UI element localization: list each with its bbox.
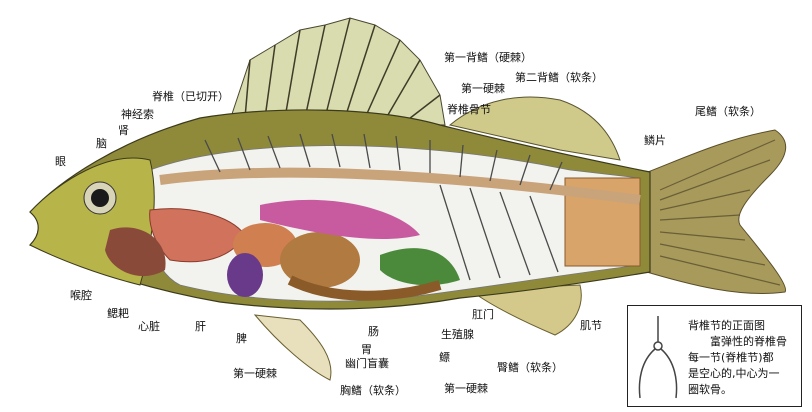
- label-second-dorsal-fin: 第二背鳍（软条）: [515, 71, 603, 84]
- label-swim-bladder: 鳔: [439, 351, 450, 364]
- label-intestine: 肠: [368, 325, 379, 338]
- label-first-spine-anal: 第一硬棘: [444, 382, 488, 395]
- label-heart: 心脏: [138, 320, 160, 333]
- second-dorsal-fin: [448, 96, 621, 161]
- label-anus: 肛门: [472, 308, 494, 321]
- label-liver: 肝: [195, 320, 206, 333]
- label-stomach: 胃: [361, 343, 372, 356]
- label-scales: 鳞片: [644, 134, 666, 147]
- inset-line: 富弹性的脊椎骨: [710, 335, 787, 348]
- label-first-spine-dorsal: 第一硬棘: [461, 82, 505, 95]
- spine: [159, 167, 641, 205]
- label-brain: 脑: [96, 137, 107, 150]
- label-caudal-fin: 尾鳍（软条）: [695, 105, 761, 118]
- label-pectoral-fin: 胸鳍（软条）: [340, 384, 406, 397]
- label-kidney: 肾: [118, 124, 129, 137]
- label-first-spine-pelvic: 第一硬棘: [233, 367, 277, 380]
- swim-bladder: [260, 199, 420, 240]
- label-throat: 喉腔: [70, 289, 92, 302]
- label-spine-cut: 脊椎（已切开）: [152, 90, 229, 103]
- label-first-dorsal-fin: 第一背鳍（硬棘）: [444, 51, 532, 64]
- label-pyloric-caeca: 幽门盲囊: [345, 357, 389, 370]
- inset-line: 是空心的,中心为一: [688, 367, 780, 380]
- label-spleen: 脾: [236, 332, 247, 345]
- intestine: [287, 275, 442, 301]
- gonad: [380, 248, 460, 286]
- label-vertebra: 脊椎骨节: [447, 103, 491, 116]
- stomach: [280, 232, 360, 288]
- label-gill-rakers: 鳃耙: [107, 307, 129, 320]
- vertebra-front-view-inset: 背椎节的正面图 富弹性的脊椎骨 每一节(脊椎节)都 是空心的,中心为一 圈软骨。: [627, 305, 802, 407]
- first-dorsal-fin: [229, 17, 446, 126]
- label-myomere: 肌节: [580, 319, 602, 332]
- label-eye: 眼: [55, 155, 66, 168]
- pelvic-fin: [253, 314, 332, 381]
- heart: [105, 227, 166, 277]
- label-gonad: 生殖腺: [441, 328, 474, 341]
- label-anal-fin: 臀鳍（软条）: [497, 361, 563, 374]
- inset-title: 背椎节的正面图: [688, 319, 765, 332]
- spleen: [227, 253, 263, 297]
- inset-line: 圈软骨。: [688, 383, 732, 396]
- label-nerve-cord: 神经索: [121, 108, 154, 121]
- vertebra-front-view-drawing: [638, 316, 678, 399]
- inset-line: 每一节(脊椎节)都: [688, 351, 774, 364]
- anal-fin: [468, 284, 582, 336]
